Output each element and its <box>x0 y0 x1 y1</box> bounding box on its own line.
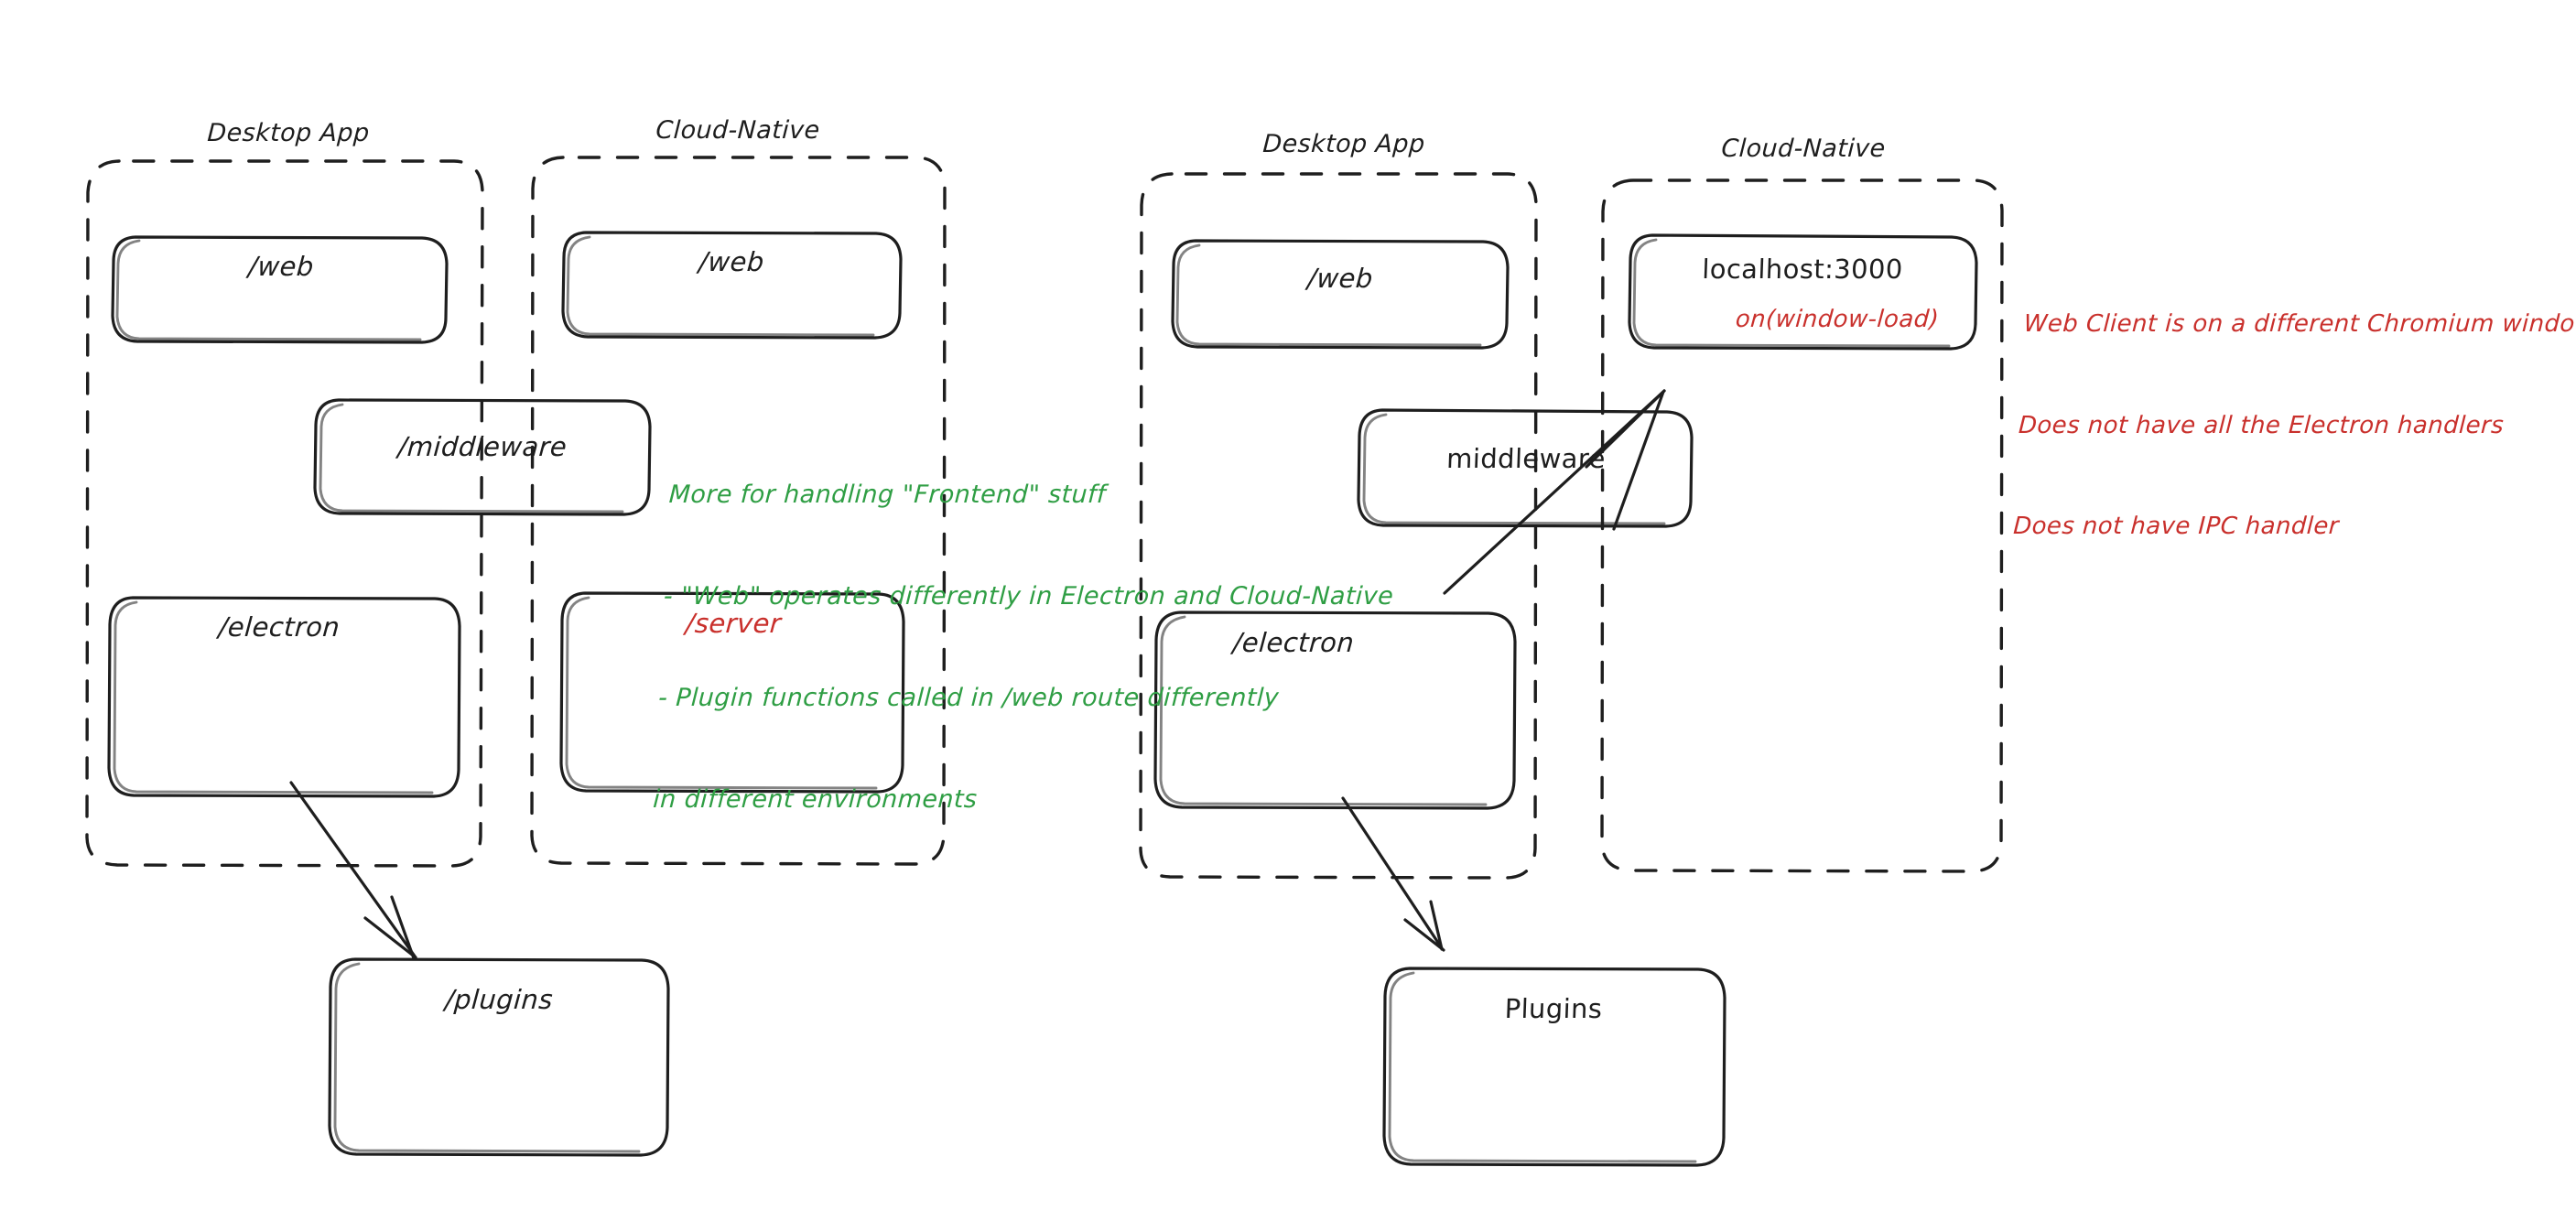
box-outline-left-electron <box>107 596 461 798</box>
box-label-right-desktop-web: /web <box>1306 263 1374 294</box>
group-title-left-desktop: Desktop App <box>206 119 371 147</box>
note-green-line-4: in different environments <box>652 784 979 814</box>
arrow-right-electron-to-localhost <box>1443 389 1666 595</box>
box-outline-left-desktop-web <box>111 235 449 344</box>
group-title-left-cloud: Cloud-Native <box>655 116 821 145</box>
box-label-right-localhost: localhost:3000 <box>1701 254 1904 285</box>
note-red-line-3: Does not have IPC handler <box>2012 513 2340 541</box>
box-outline-left-server <box>559 591 905 794</box>
arrow-right-electron-to-plugins <box>1341 796 1445 952</box>
box-label-right-electron: /electron <box>1231 627 1356 658</box>
box-outline-left-cloud-web <box>561 231 903 340</box>
box-outline-left-plugins <box>328 957 670 1157</box>
box-label-right-middleware: middleware <box>1445 443 1607 474</box>
note-red-line-1: Web Client is on a different Chromium wi… <box>2023 309 2576 338</box>
box-label-left-cloud-web: /web <box>698 246 765 277</box>
box-label-left-plugins: /plugins <box>443 984 555 1015</box>
box-label-left-middleware: /middleware <box>396 431 568 462</box>
box-outline-right-desktop-web <box>1171 239 1510 350</box>
box-label-left-desktop-web: /web <box>247 251 315 282</box>
box-outline-left-middleware <box>313 398 652 516</box>
box-outline-right-localhost <box>1628 233 1978 351</box>
box-label-right-plugins: Plugins <box>1504 993 1603 1024</box>
note-green-line-1: More for handling "Frontend" stuff <box>667 480 1107 509</box>
note-green-line-3: - Plugin functions called in /web route … <box>657 683 1280 712</box>
arrow-left-electron-to-plugins <box>289 781 417 960</box>
group-outline-right-cloud <box>1600 178 2004 873</box>
box-outline-right-plugins <box>1382 967 1726 1167</box>
box-outline-right-electron <box>1153 611 1517 810</box>
box-sublabel-right-localhost: on(window-load) <box>1734 306 1941 333</box>
group-title-right-cloud: Cloud-Native <box>1720 135 1887 163</box>
group-outline-left-cloud <box>530 156 947 866</box>
group-outline-left-desktop <box>85 159 484 868</box>
box-label-left-electron: /electron <box>217 611 341 643</box>
note-green-line-2: - "Web" operates differently in Electron… <box>663 581 1395 611</box>
note-red-line-2: Does not have all the Electron handlers <box>2018 411 2505 439</box>
group-outline-right-desktop <box>1139 172 1538 880</box>
box-outline-right-middleware <box>1357 408 1694 528</box>
note-red: Web Client is on a different Chromium wi… <box>2008 240 2576 611</box>
group-title-right-desktop: Desktop App <box>1261 130 1426 158</box>
